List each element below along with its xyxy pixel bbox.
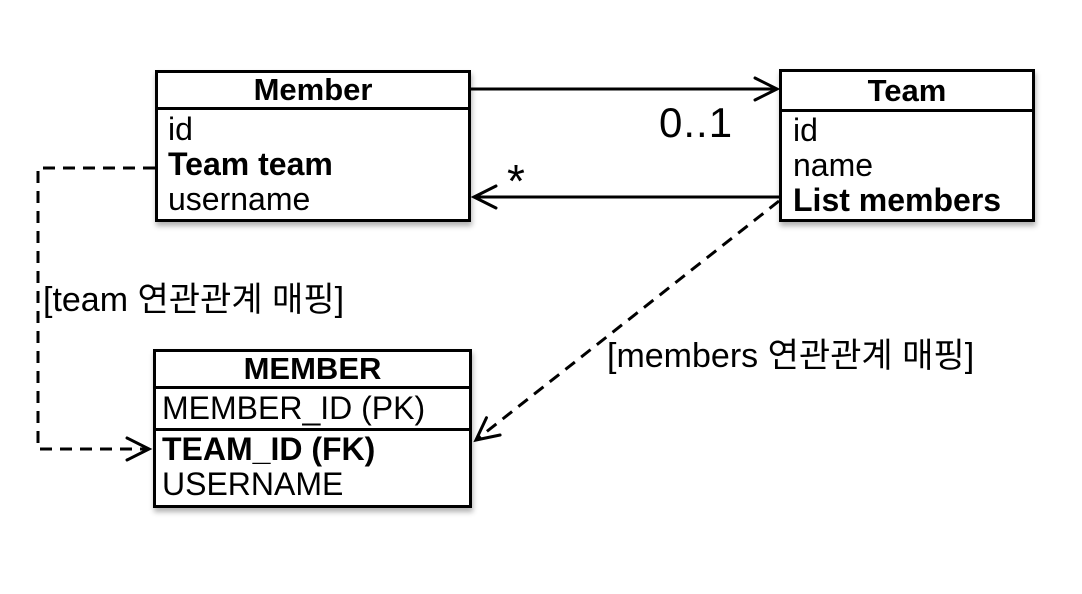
team-class-box: Team id name List members <box>779 69 1035 222</box>
member-class-attributes: id Team team username <box>158 110 468 217</box>
member-table-username-column: USERNAME <box>162 466 344 502</box>
member-table-title: MEMBER <box>156 352 469 389</box>
members-mapping-label: [members 연관관계 매핑] <box>607 337 975 375</box>
team-attr-name: name <box>793 147 874 183</box>
team-attr-id: id <box>793 112 818 148</box>
member-table-fk-column: TEAM_ID (FK) <box>162 431 376 467</box>
multiplicity-to-team-label: 0..1 <box>659 99 734 146</box>
member-class-box: Member id Team team username <box>155 70 471 222</box>
team-class-attributes: id name List members <box>782 112 1032 218</box>
team-mapping-label: [team 연관관계 매핑] <box>43 281 345 319</box>
team-attr-members: List members <box>793 182 1002 218</box>
member-table-other-columns: TEAM_ID (FK) USERNAME <box>156 431 469 502</box>
member-class-title: Member <box>158 73 468 110</box>
member-attr-team: Team team <box>168 146 333 182</box>
member-table-box: MEMBER MEMBER_ID (PK) TEAM_ID (FK) USERN… <box>153 349 472 508</box>
member-attr-id: id <box>168 111 193 147</box>
team-class-title: Team <box>782 72 1032 112</box>
multiplicity-to-member-label: * <box>507 155 525 207</box>
members-mapping-dashed-arrow <box>473 199 780 443</box>
member-table-pk-column: MEMBER_ID (PK) <box>156 389 469 431</box>
member-attr-username: username <box>168 181 311 217</box>
